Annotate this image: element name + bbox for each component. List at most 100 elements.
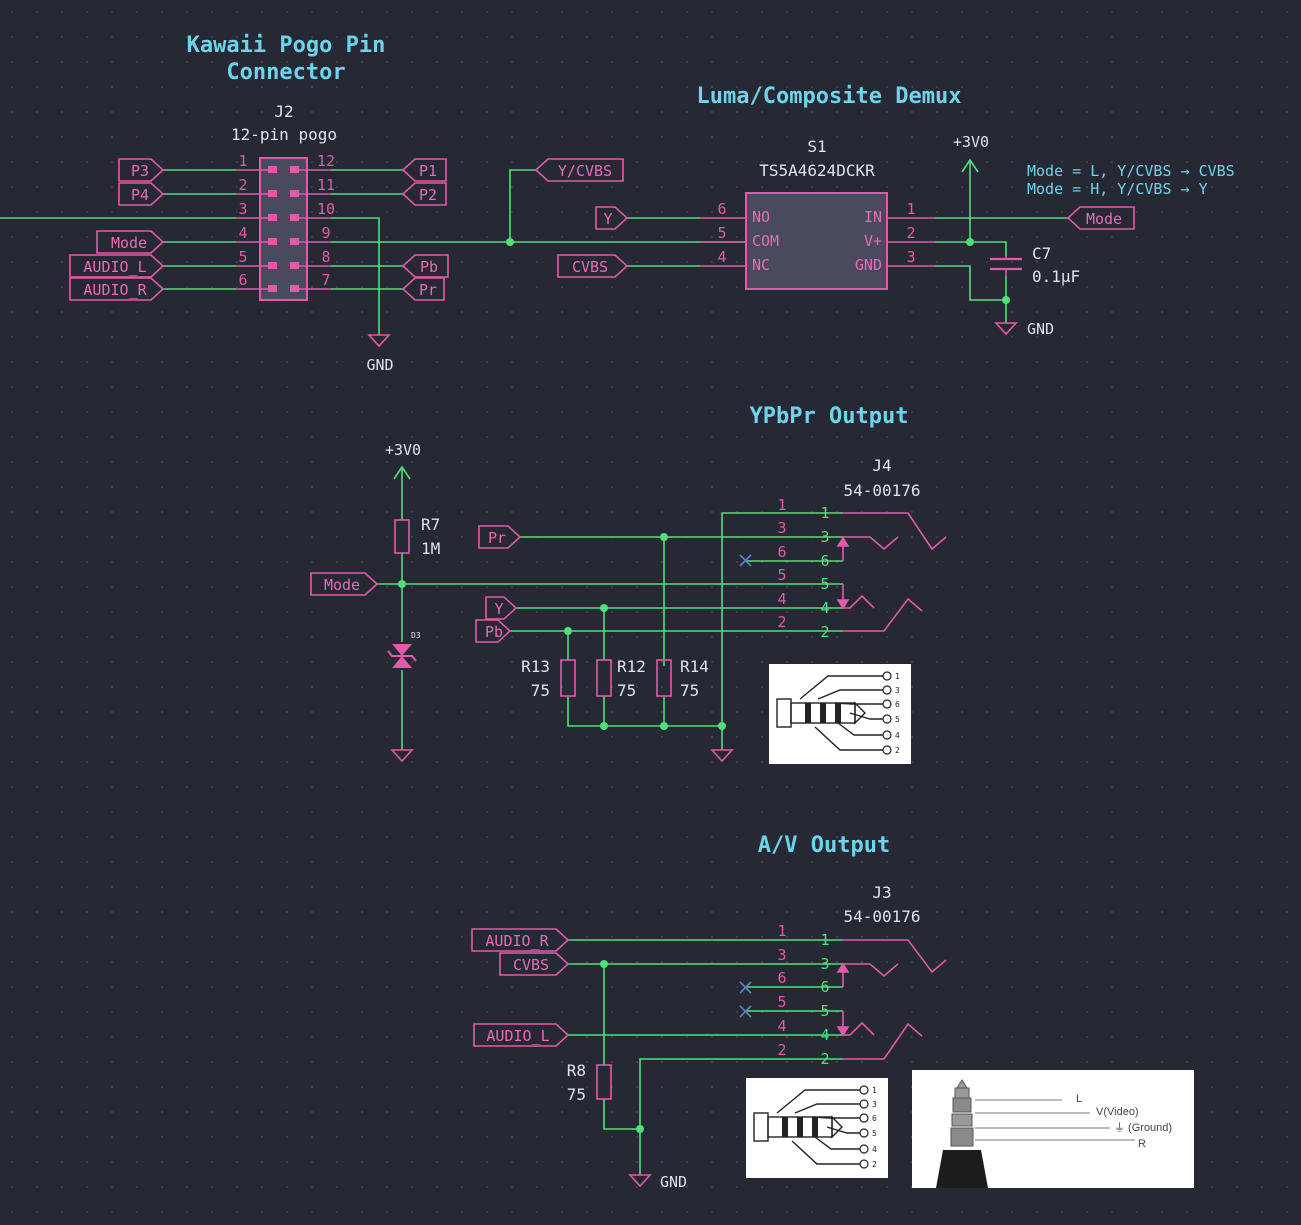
legend-video: V(Video) xyxy=(1096,1106,1139,1118)
j2-pin-1: 1 xyxy=(238,152,247,170)
jack-j3[interactable]: J3 54-00176 1 3 6 5 4 2 1 3 6 5 4 2 xyxy=(739,883,947,1068)
label-mode-ypbpr[interactable]: Mode xyxy=(310,572,379,596)
svg-text:2: 2 xyxy=(820,1050,829,1068)
resistor-r8[interactable]: R8 75 xyxy=(567,1061,612,1104)
gnd-symbol-c7: GND xyxy=(994,320,1054,338)
resistor-r12[interactable]: R12 75 xyxy=(596,657,646,700)
svg-text:GND: GND xyxy=(1027,320,1054,338)
legend-ground: ⏚ (Ground) xyxy=(1114,1121,1172,1134)
svg-text:J4: J4 xyxy=(872,456,891,475)
label-p2[interactable]: P2 xyxy=(401,182,447,206)
label-y-s1[interactable]: Y xyxy=(595,206,629,230)
j2-pin-6: 6 xyxy=(238,271,247,289)
diode-d3[interactable]: D3 xyxy=(387,631,421,668)
j2-pin-12: 12 xyxy=(317,152,335,170)
resistor-r13[interactable]: R13 75 xyxy=(521,657,576,700)
c7-ref: C7 xyxy=(1032,244,1051,263)
j2-pin-2: 2 xyxy=(238,176,247,194)
j2-connector[interactable]: J2 12-pin pogo 1 2 3 4 5 6 12 11 10 9 xyxy=(231,102,337,301)
s1-pin-nc: NC xyxy=(752,256,770,274)
svg-text:+3V0: +3V0 xyxy=(953,133,989,151)
svg-text:5: 5 xyxy=(777,993,786,1011)
svg-text:6: 6 xyxy=(777,969,786,987)
label-pr-ypbpr[interactable]: Pr xyxy=(478,525,522,549)
label-audio-l-j2[interactable]: AUDIO_L xyxy=(69,254,165,278)
label-p4[interactable]: P4 xyxy=(118,182,165,206)
svg-text:AUDIO_L: AUDIO_L xyxy=(486,1027,549,1045)
label-pb-j2[interactable]: Pb xyxy=(401,254,449,278)
svg-text:P1: P1 xyxy=(419,162,437,180)
junction-gnd-s1 xyxy=(1002,296,1010,304)
label-pb-ypbpr[interactable]: Pb xyxy=(475,619,512,643)
svg-text:Pr: Pr xyxy=(488,529,506,547)
s1-pin-5: 5 xyxy=(717,224,726,242)
gnd-symbol-av: GND xyxy=(628,1173,687,1191)
label-pr-j2[interactable]: Pr xyxy=(401,277,445,301)
label-p1[interactable]: P1 xyxy=(401,158,447,182)
c7-value: 0.1µF xyxy=(1032,267,1080,286)
svg-text:4: 4 xyxy=(777,590,786,608)
j2-pin-7: 7 xyxy=(321,271,330,289)
svg-text:3: 3 xyxy=(820,528,829,546)
label-p3[interactable]: P3 xyxy=(118,158,165,182)
svg-text:J3: J3 xyxy=(872,883,891,902)
svg-text:Mode: Mode xyxy=(324,576,360,594)
svg-text:5: 5 xyxy=(820,575,829,593)
s1-pin-6: 6 xyxy=(717,200,726,218)
svg-text:1: 1 xyxy=(820,931,829,949)
label-audio-l-av[interactable]: AUDIO_L xyxy=(473,1023,570,1047)
s1-pin-2: 2 xyxy=(906,224,915,242)
svg-text:P3: P3 xyxy=(131,162,149,180)
s1-wires xyxy=(627,160,1068,323)
svg-text:3: 3 xyxy=(777,946,786,964)
svg-text:Y/CVBS: Y/CVBS xyxy=(558,162,612,180)
j2-value: 12-pin pogo xyxy=(231,125,337,144)
junction-ycvbs xyxy=(506,238,514,246)
svg-text:D3: D3 xyxy=(411,631,421,640)
power-3v0-demux: +3V0 xyxy=(953,133,989,173)
title-ypbpr: YPbPr Output xyxy=(750,404,909,429)
label-cvbs-s1[interactable]: CVBS xyxy=(557,254,629,278)
svg-text:CVBS: CVBS xyxy=(572,258,608,276)
label-audio-r-j2[interactable]: AUDIO_R xyxy=(69,277,165,301)
label-y-ypbpr[interactable]: Y xyxy=(485,596,518,620)
svg-text:4: 4 xyxy=(895,731,900,740)
svg-text:5: 5 xyxy=(895,715,900,724)
svg-text:Pb: Pb xyxy=(420,258,438,276)
svg-text:2: 2 xyxy=(820,623,829,641)
svg-text:P2: P2 xyxy=(419,186,437,204)
s1-pin-in: IN xyxy=(864,208,882,226)
svg-text:3: 3 xyxy=(820,955,829,973)
svg-text:R8: R8 xyxy=(567,1061,586,1080)
gnd-label-j2: GND xyxy=(366,356,393,374)
svg-text:1: 1 xyxy=(895,672,900,681)
resistor-r14[interactable]: R14 75 xyxy=(656,657,709,700)
svg-text:R14: R14 xyxy=(680,657,709,676)
plug-legend-image: L V(Video) ⏚ (Ground) R xyxy=(912,1070,1194,1188)
title-av: A/V Output xyxy=(758,833,890,858)
j2-pin-10: 10 xyxy=(317,200,335,218)
svg-text:2: 2 xyxy=(895,746,900,755)
s1-switch[interactable]: S1 TS5A4624DCKR NO COM NC IN V+ GND 6 5 … xyxy=(717,137,916,290)
s1-pin-com: COM xyxy=(752,232,779,250)
legend-r: R xyxy=(1138,1138,1146,1150)
svg-text:AUDIO_R: AUDIO_R xyxy=(485,932,549,950)
j2-pin-4: 4 xyxy=(238,224,247,242)
label-mode-j2[interactable]: Mode xyxy=(96,230,165,254)
label-audio-r-av[interactable]: AUDIO_R xyxy=(471,928,570,952)
label-mode-s1[interactable]: Mode xyxy=(1066,206,1135,230)
label-cvbs-av[interactable]: CVBS xyxy=(499,952,570,976)
label-y-cvbs[interactable]: Y/CVBS xyxy=(534,158,624,182)
svg-text:1: 1 xyxy=(777,922,786,940)
capacitor-c7[interactable]: C7 0.1µF xyxy=(990,244,1080,286)
jack-diagram-av: 1 3 6 5 4 2 xyxy=(746,1078,888,1178)
jack-j4[interactable]: J4 54-00176 1 3 6 5 4 2 1 3 6 5 4 2 xyxy=(739,456,947,641)
resistor-r7[interactable]: R7 1M xyxy=(394,515,440,558)
svg-text:54-00176: 54-00176 xyxy=(843,481,920,500)
svg-text:P4: P4 xyxy=(131,186,149,204)
svg-text:2: 2 xyxy=(777,1041,786,1059)
jack-diagram-ypbpr: 1 3 6 5 4 2 xyxy=(769,664,911,764)
svg-text:4: 4 xyxy=(820,599,829,617)
svg-text:+3V0: +3V0 xyxy=(385,441,421,459)
svg-text:Y: Y xyxy=(494,600,503,618)
